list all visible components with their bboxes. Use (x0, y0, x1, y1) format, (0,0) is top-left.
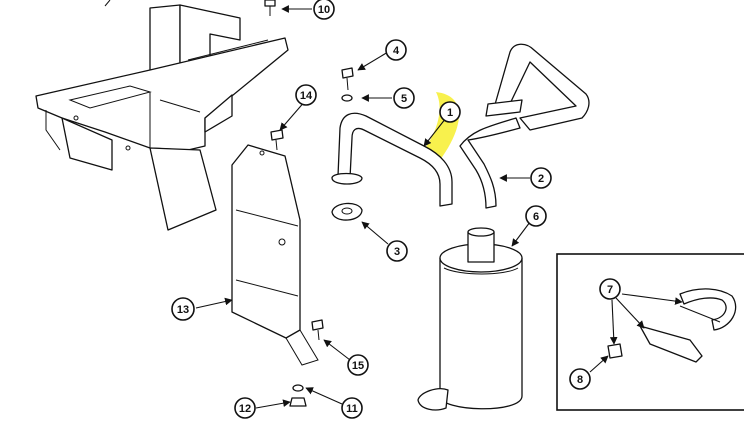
heat-shield (231, 144, 319, 366)
exhaust-pipe-2 (459, 43, 590, 209)
frame-bracket (35, 0, 289, 231)
bolt-15 (311, 319, 324, 341)
callout-15: 15 (347, 354, 369, 376)
exhaust-pipe-1 (331, 92, 460, 207)
svg-text:2: 2 (538, 173, 544, 185)
svg-text:1: 1 (447, 107, 453, 119)
svg-text:14: 14 (300, 90, 313, 102)
callout-12: 12 (234, 397, 256, 419)
callout-13: 13 (171, 297, 195, 321)
muffler-6 (417, 227, 523, 411)
svg-text:12: 12 (239, 403, 251, 415)
callout-6: 6 (525, 205, 547, 227)
callout-8: 8 (569, 368, 591, 390)
svg-text:10: 10 (318, 4, 330, 16)
svg-text:13: 13 (177, 304, 189, 316)
svg-text:8: 8 (577, 374, 583, 386)
svg-text:15: 15 (352, 360, 364, 372)
gasket-3 (331, 202, 363, 221)
svg-text:5: 5 (401, 93, 407, 105)
svg-text:6: 6 (533, 211, 539, 223)
callout-2: 2 (530, 167, 552, 189)
bolt-4 (341, 67, 354, 91)
bolt-14 (270, 129, 284, 151)
callout-4: 4 (385, 39, 407, 61)
callout-5: 5 (393, 87, 415, 109)
callout-7: 7 (599, 278, 621, 300)
callout-11: 11 (341, 397, 363, 419)
callout-1: 1 (439, 101, 461, 123)
svg-text:4: 4 (393, 45, 400, 57)
nut-12 (289, 397, 307, 407)
leader-lines (195, 5, 683, 409)
washer-11 (292, 384, 304, 392)
callout-10: 10 (313, 0, 335, 20)
svg-text:11: 11 (346, 403, 358, 415)
washer-5 (341, 94, 353, 102)
callout-3: 3 (386, 240, 408, 262)
svg-text:3: 3 (394, 246, 400, 258)
svg-text:7: 7 (607, 284, 613, 296)
bolt-10 (264, 0, 276, 16)
callout-14: 14 (295, 84, 317, 106)
